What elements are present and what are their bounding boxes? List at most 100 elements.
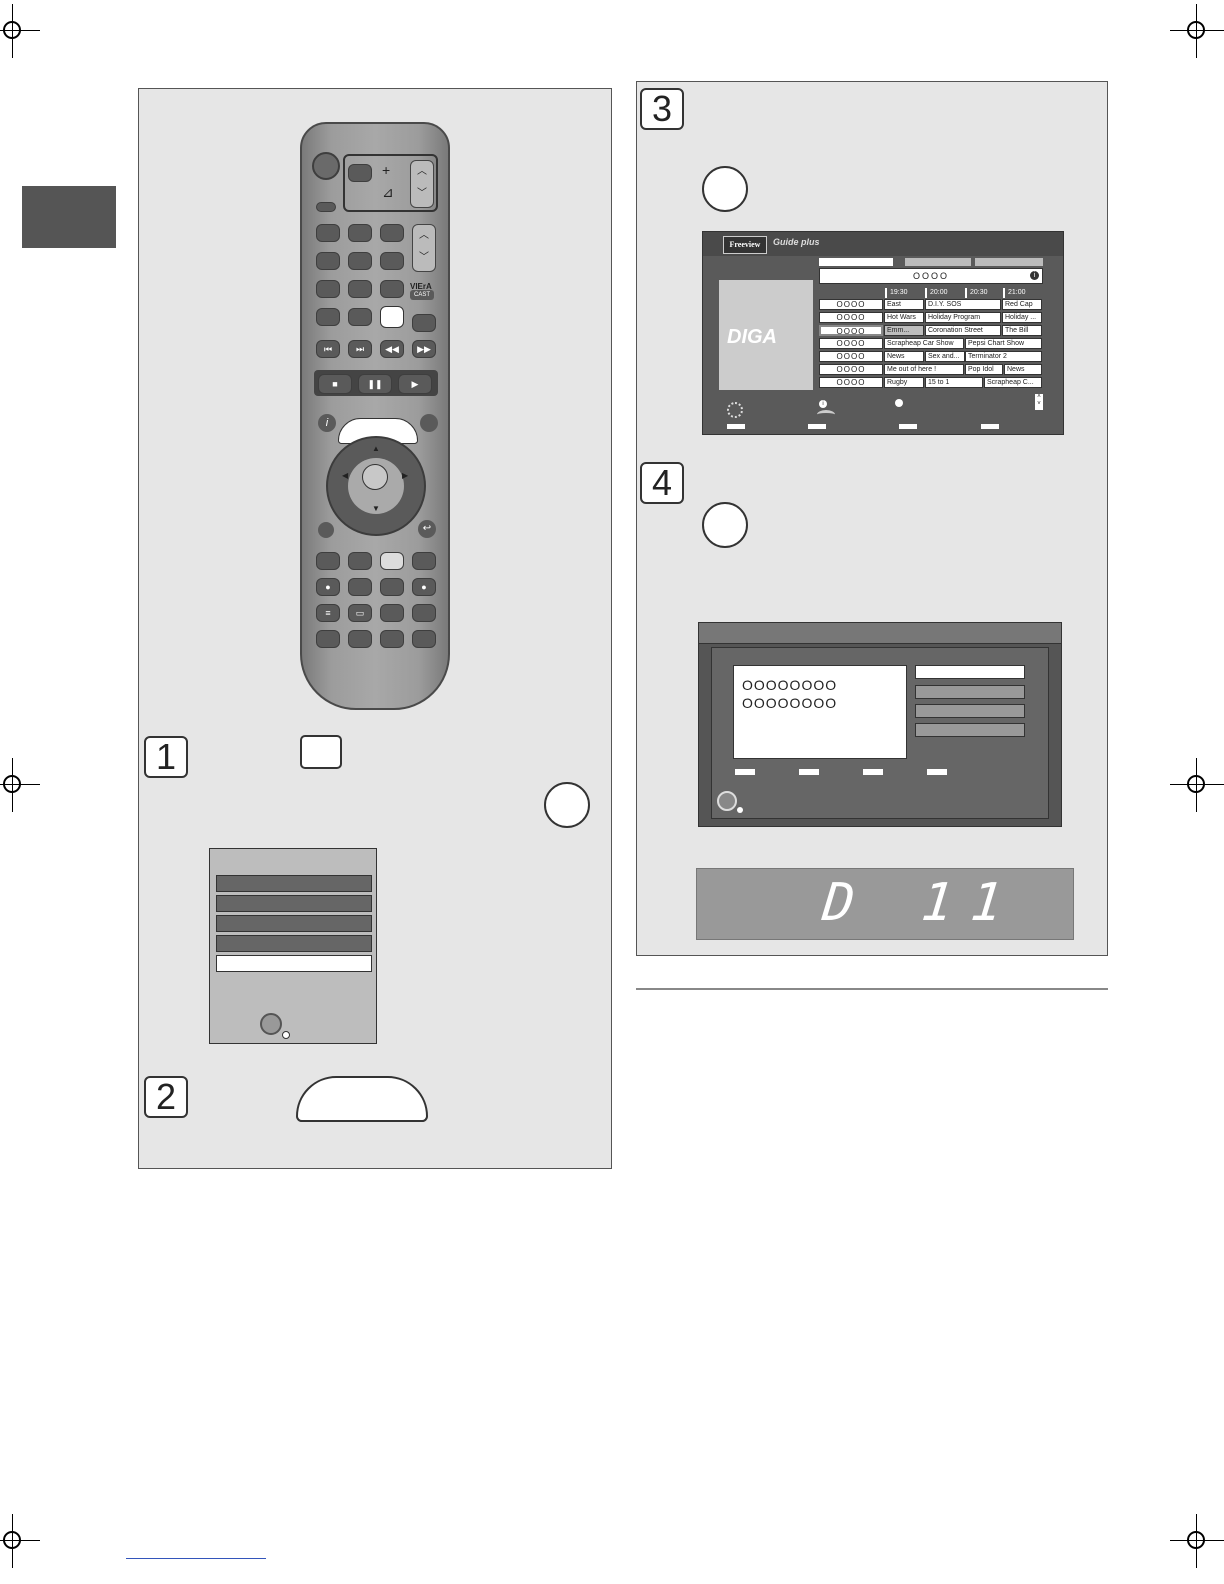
function-menu-button[interactable] (318, 522, 334, 538)
channel-cell-selected[interactable]: OOOO (819, 325, 883, 336)
crop-mark-mid-left (0, 758, 40, 812)
fast-forward-button[interactable]: ▶▶ (412, 340, 436, 358)
program-cell[interactable]: East (884, 299, 924, 310)
tv-channel-rocker[interactable]: ︿﹀ (410, 160, 434, 208)
number-9-button[interactable] (380, 280, 404, 298)
lower-button-4[interactable] (412, 552, 436, 570)
step-1-ok-icon (544, 782, 590, 828)
time-slot-1: 19:30 (885, 288, 925, 298)
channel-cell[interactable]: OOOO (819, 364, 883, 375)
arrow-right-icon[interactable]: ▶ (402, 471, 409, 480)
stop-button[interactable]: ■ (318, 374, 352, 394)
lower-button-12[interactable] (412, 604, 436, 622)
lower-button-13[interactable] (316, 630, 340, 648)
prog-check-button[interactable] (420, 414, 438, 432)
guide-tab-3[interactable] (975, 258, 1043, 266)
lower-button-2[interactable] (348, 552, 372, 570)
lower-button-15[interactable] (380, 630, 404, 648)
viera-cast-button[interactable]: CAST (410, 290, 434, 300)
text-button[interactable]: ≡ (316, 604, 340, 622)
red-key (727, 424, 745, 429)
program-cell[interactable]: Holiday Program (925, 312, 1001, 323)
number-2-button[interactable] (348, 224, 372, 242)
record-button[interactable]: ● (316, 578, 340, 596)
guide-tab-active[interactable] (819, 258, 893, 266)
power-button[interactable] (312, 152, 340, 180)
number-extra-button[interactable] (316, 308, 340, 326)
lower-button-16[interactable] (412, 630, 436, 648)
lower-button-3[interactable] (380, 552, 404, 570)
number-7-button[interactable] (316, 280, 340, 298)
lower-button-6[interactable] (348, 578, 372, 596)
ok-button[interactable] (362, 464, 388, 490)
highlighted-button[interactable] (380, 306, 404, 328)
channel-cell[interactable]: OOOO (819, 351, 883, 362)
info-legend-icon: i (819, 400, 827, 408)
volume-down-icon[interactable]: ⊿ (382, 184, 394, 200)
menu-item-selected[interactable] (216, 955, 372, 972)
number-8-button[interactable] (348, 280, 372, 298)
rewind-button[interactable]: ◀◀ (380, 340, 404, 358)
menu-item-2[interactable] (216, 895, 372, 912)
menu-item-3[interactable] (216, 915, 372, 932)
program-cell[interactable]: Rugby (884, 377, 924, 388)
dialog-option-selected[interactable] (915, 665, 1025, 679)
subtitle-button[interactable]: ▭ (348, 604, 372, 622)
lower-button-7[interactable] (380, 578, 404, 596)
number-0-button[interactable] (348, 308, 372, 326)
program-cell[interactable]: Hot Wars (884, 312, 924, 323)
number-4-button[interactable] (316, 252, 340, 270)
yellow-key (863, 769, 883, 775)
channel-cell[interactable]: OOOO (819, 338, 883, 349)
dialog-option-4[interactable] (915, 723, 1025, 737)
play-button[interactable]: ▶ (398, 374, 432, 394)
channel-cell[interactable]: OOOO (819, 299, 883, 310)
arrow-down-icon[interactable]: ▼ (372, 504, 380, 513)
return-icon[interactable]: ↩ (418, 520, 436, 538)
info-button[interactable]: i (318, 414, 336, 432)
lower-button-1[interactable] (316, 552, 340, 570)
program-cell[interactable]: News (1004, 364, 1042, 375)
program-cell[interactable]: The Bill (1002, 325, 1042, 336)
program-cell[interactable]: D.I.Y. SOS (925, 299, 1001, 310)
number-1-button[interactable] (316, 224, 340, 242)
dialog-option-2[interactable] (915, 685, 1025, 699)
number-5-button[interactable] (348, 252, 372, 270)
program-cell[interactable]: Pepsi Chart Show (965, 338, 1042, 349)
channel-cell[interactable]: OOOO (819, 312, 883, 323)
program-cell[interactable]: 15 to 1 (925, 377, 983, 388)
program-cell[interactable]: News (884, 351, 924, 362)
program-cell[interactable]: Red Cap (1002, 299, 1042, 310)
dialog-option-3[interactable] (915, 704, 1025, 718)
arrow-up-icon[interactable]: ▲ (372, 444, 380, 453)
program-cell[interactable]: Me out of here ! (884, 364, 964, 375)
tv-power-button[interactable] (348, 164, 372, 182)
program-cell[interactable]: Holiday ... (1002, 312, 1042, 323)
option-button[interactable] (412, 314, 436, 332)
direct-record-button[interactable]: ● (412, 578, 436, 596)
skip-forward-button[interactable]: ⏭ (348, 340, 372, 358)
freeview-logo: Freeview (723, 236, 767, 254)
channel-rocker[interactable]: ︿﹀ (412, 224, 436, 272)
program-cell-selected[interactable]: Emm... (884, 325, 924, 336)
program-cell[interactable]: Scrapheap C... (984, 377, 1042, 388)
lower-button-11[interactable] (380, 604, 404, 622)
input-button[interactable] (316, 202, 336, 212)
number-3-button[interactable] (380, 224, 404, 242)
channel-cell[interactable]: OOOO (819, 377, 883, 388)
menu-item-1[interactable] (216, 875, 372, 892)
number-6-button[interactable] (380, 252, 404, 270)
skip-back-button[interactable]: ⏮ (316, 340, 340, 358)
program-cell[interactable]: Scrapheap Car Show (884, 338, 964, 349)
pause-button[interactable]: ❚❚ (358, 374, 392, 394)
crop-mark-bottom-right (1170, 1514, 1224, 1568)
guide-tab-2[interactable] (905, 258, 971, 266)
lower-button-14[interactable] (348, 630, 372, 648)
arrow-left-icon[interactable]: ◀ (342, 471, 349, 480)
volume-up-icon[interactable]: + (382, 162, 391, 178)
program-cell[interactable]: Sex and... (925, 351, 965, 362)
menu-item-4[interactable] (216, 935, 372, 952)
program-cell[interactable]: Pop Idol (965, 364, 1003, 375)
program-cell[interactable]: Coronation Street (925, 325, 1001, 336)
program-cell[interactable]: Terminator 2 (965, 351, 1042, 362)
